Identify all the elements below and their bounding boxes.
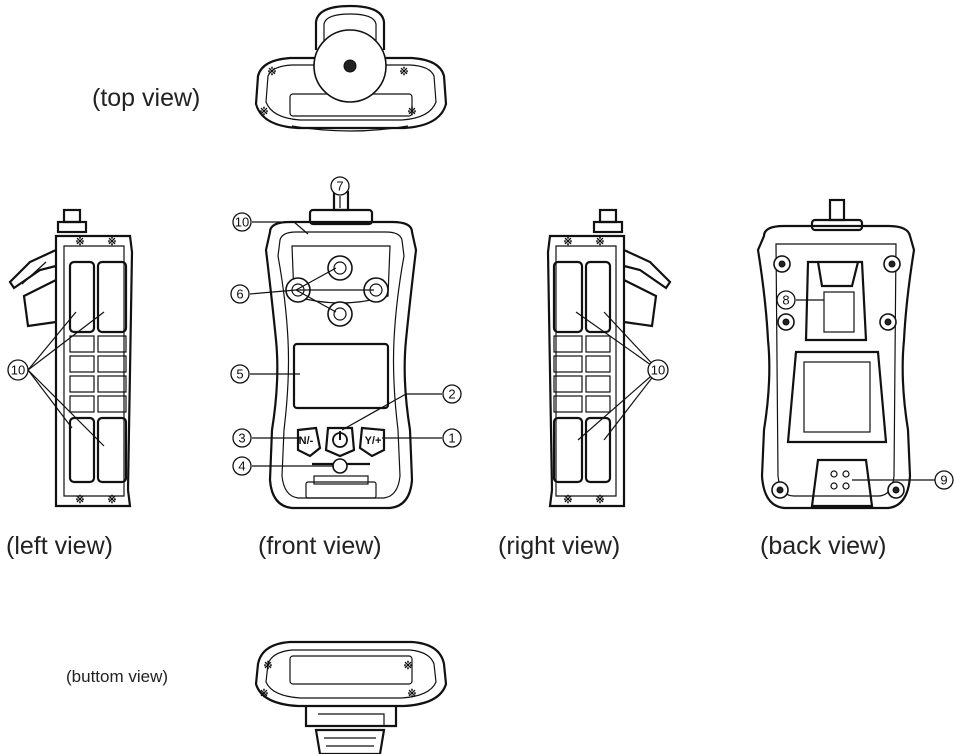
svg-text:4: 4: [238, 459, 245, 474]
leader-lines: [27, 196, 942, 481]
svg-text:※: ※: [75, 494, 84, 506]
svg-text:※: ※: [595, 236, 604, 248]
svg-text:8: 8: [782, 293, 789, 308]
svg-text:※: ※: [259, 106, 268, 118]
left-view-drawing: ※ ※ ※ ※: [8, 208, 134, 508]
top-view-drawing: ※ ※ ※ ※: [254, 4, 448, 132]
svg-text:7: 7: [336, 179, 343, 194]
callout-6: 6: [230, 284, 250, 304]
right-view-label: (right view): [498, 532, 621, 560]
svg-text:10: 10: [235, 215, 249, 230]
svg-text:※: ※: [263, 660, 272, 672]
bottom-view-drawing: ※ ※ ※ ※: [254, 640, 448, 754]
callout-7: 7: [330, 176, 350, 196]
svg-text:※: ※: [75, 236, 84, 248]
svg-text:3: 3: [238, 431, 245, 446]
y-plus-button[interactable]: Y/+: [365, 435, 382, 447]
svg-text:6: 6: [236, 287, 243, 302]
left-view-label: (left view): [6, 532, 113, 560]
svg-text:5: 5: [236, 367, 243, 382]
callout-10-left: 10: [7, 359, 29, 381]
svg-text:9: 9: [940, 473, 947, 488]
top-view-label: (top view): [92, 84, 201, 112]
bottom-view-label: (buttom view): [66, 667, 169, 686]
svg-text:※: ※: [267, 66, 276, 78]
front-view-label: (front view): [258, 532, 382, 560]
back-view-label: (back view): [760, 532, 887, 560]
power-icon[interactable]: [332, 431, 348, 448]
svg-text:※: ※: [407, 106, 416, 118]
n-minus-button[interactable]: N/-: [299, 435, 314, 447]
callout-5: 5: [230, 364, 250, 384]
back-view-drawing: [756, 198, 916, 510]
display-window: [292, 342, 390, 410]
callout-3: 3: [232, 428, 252, 448]
svg-text:※: ※: [107, 494, 116, 506]
svg-text:※: ※: [107, 236, 116, 248]
front-view-drawing: [264, 190, 418, 510]
callout-9: 9: [934, 470, 954, 490]
svg-text:1: 1: [448, 431, 455, 446]
svg-text:10: 10: [651, 363, 665, 378]
charge-port: [332, 458, 348, 474]
callout-10-right: 10: [647, 359, 669, 381]
svg-text:※: ※: [595, 494, 604, 506]
callout-2: 2: [442, 384, 462, 404]
svg-text:10: 10: [11, 363, 25, 378]
svg-text:※: ※: [259, 688, 268, 700]
callout-10-front: 10: [232, 212, 252, 232]
callout-1: 1: [442, 428, 462, 448]
svg-text:2: 2: [448, 387, 455, 402]
svg-text:※: ※: [399, 66, 408, 78]
right-view-drawing: ※ ※ ※ ※: [546, 208, 672, 508]
callout-4: 4: [232, 456, 252, 476]
svg-text:※: ※: [407, 688, 416, 700]
svg-text:※: ※: [403, 660, 412, 672]
callout-8: 8: [776, 290, 796, 310]
svg-text:※: ※: [563, 494, 572, 506]
svg-text:※: ※: [563, 236, 572, 248]
